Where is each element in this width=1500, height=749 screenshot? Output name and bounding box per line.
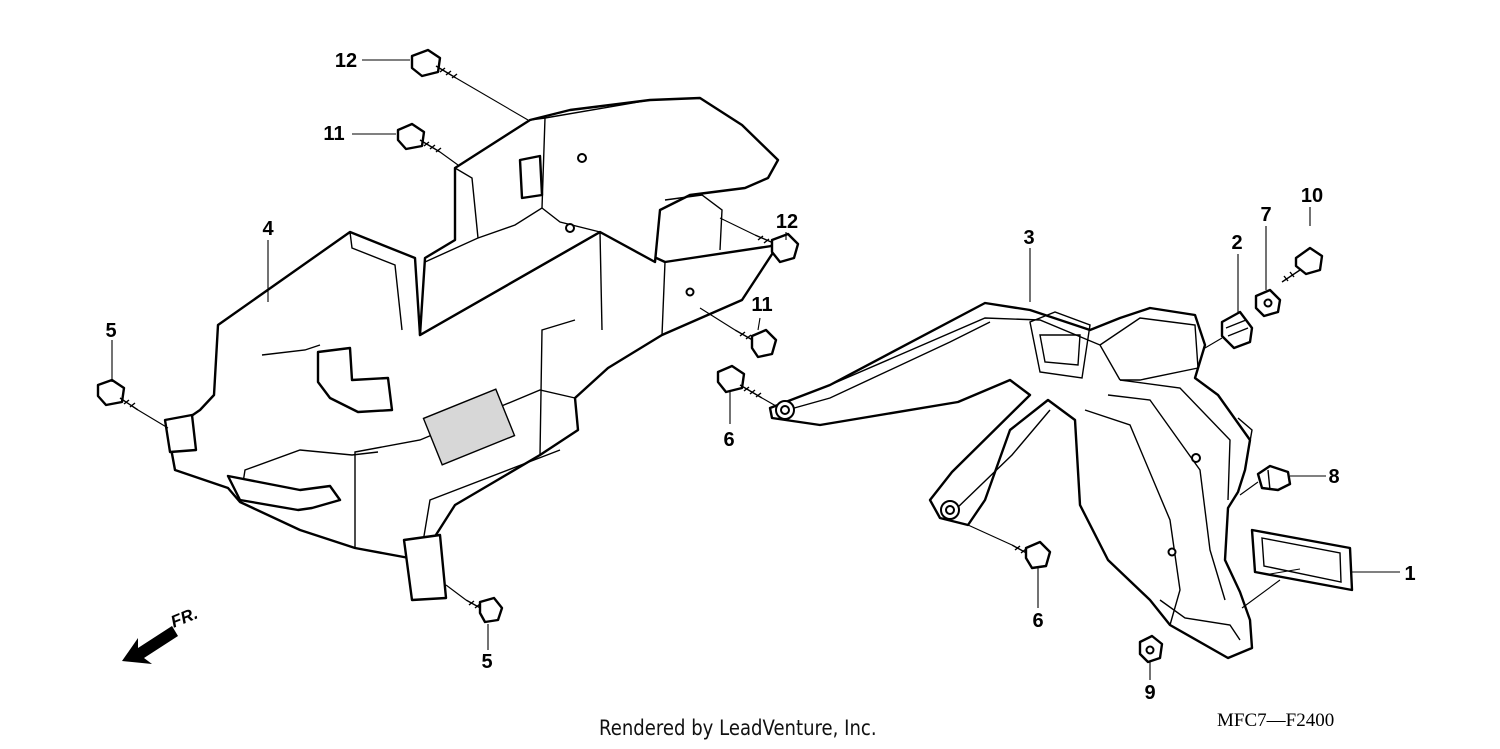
- callout-7: 7: [1260, 204, 1272, 226]
- bolt-10: [1281, 246, 1324, 283]
- rear-fender-part: [768, 301, 1254, 660]
- callout-12-top: 12: [334, 50, 358, 72]
- grommet-2: [1220, 310, 1254, 350]
- callout-10: 10: [1300, 185, 1324, 207]
- diagram-code: MFC7—F2400: [1217, 710, 1335, 731]
- bolt-6-mid: [716, 364, 763, 399]
- callout-12-right: 12: [775, 211, 799, 233]
- render-credit: Rendered by LeadVenture, Inc.: [599, 716, 877, 740]
- callout-2: 2: [1231, 232, 1243, 254]
- bolt-6-lower: [1011, 540, 1052, 570]
- leader-lines: [111, 59, 1400, 680]
- bolt-12-top: [410, 48, 458, 79]
- inner-fender-part: [163, 96, 780, 602]
- reflector-part: [1250, 528, 1354, 592]
- bolt-5-left: [96, 378, 139, 411]
- callout-5-left: 5: [105, 320, 117, 342]
- callout-11-right: 11: [751, 294, 773, 316]
- nut-8: [1256, 464, 1292, 492]
- callout-11-top: 11: [323, 123, 345, 145]
- bolt-11-right: [734, 328, 778, 359]
- front-direction-arrow: [122, 626, 178, 664]
- callout-6-mid: 6: [723, 429, 735, 451]
- callout-8: 8: [1328, 466, 1340, 488]
- callout-3: 3: [1023, 227, 1035, 249]
- callout-1: 1: [1404, 563, 1416, 585]
- bolt-5-bottom: [465, 596, 504, 624]
- collar-7: [1254, 288, 1282, 318]
- callout-6-lower: 6: [1032, 610, 1044, 632]
- callout-5-bottom: 5: [481, 651, 493, 673]
- bolt-11-top: [396, 122, 442, 153]
- bolt-12-right: [754, 232, 800, 264]
- nut-9: [1138, 634, 1164, 664]
- callout-4: 4: [262, 218, 274, 240]
- callout-9: 9: [1144, 682, 1156, 704]
